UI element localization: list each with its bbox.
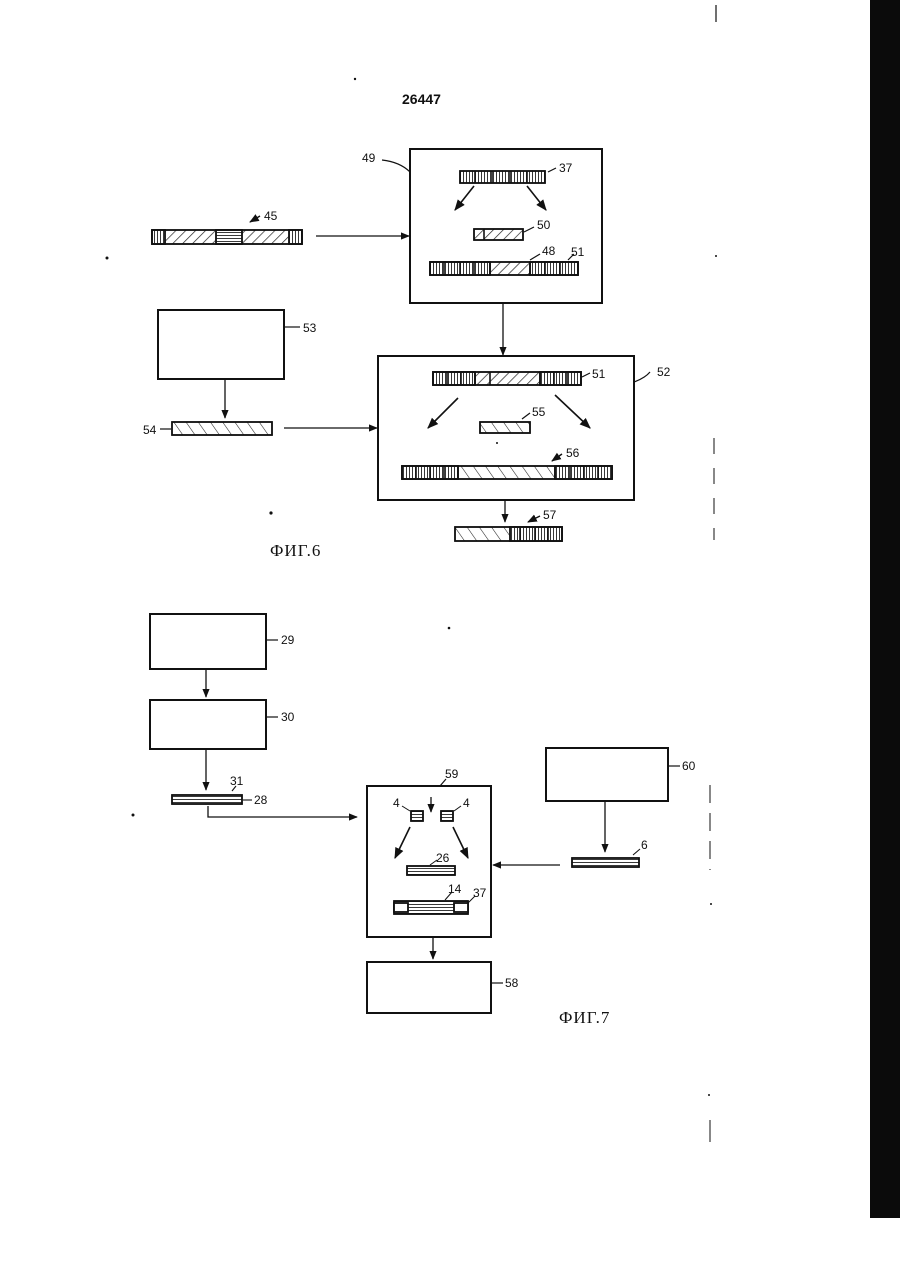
box-60 <box>546 748 668 801</box>
part-45 <box>152 230 302 244</box>
label-37: 37 <box>559 161 572 175</box>
label-51-second: 51 <box>592 367 605 381</box>
part-51-in-52 <box>433 372 581 385</box>
figure-6-caption: ФИГ.6 <box>270 544 321 558</box>
label-4-left: 4 <box>393 796 400 810</box>
part-56 <box>402 466 612 479</box>
label-37-fig7: 37 <box>473 886 486 900</box>
page-number: 26447 <box>402 92 441 106</box>
label-28: 28 <box>254 793 267 807</box>
figure-7 <box>150 614 680 1013</box>
label-57: 57 <box>543 508 556 522</box>
leader-49 <box>382 160 410 172</box>
box-58 <box>367 962 491 1013</box>
part-14-37 <box>394 901 468 914</box>
part-54 <box>172 422 272 435</box>
label-56: 56 <box>566 446 579 460</box>
label-4-right: 4 <box>463 796 470 810</box>
part-50 <box>474 229 523 240</box>
figure-6 <box>152 149 650 541</box>
label-49: 49 <box>362 151 375 165</box>
label-51: 51 <box>571 245 584 259</box>
label-31: 31 <box>230 774 243 788</box>
part-48-51 <box>430 262 578 275</box>
label-14: 14 <box>448 882 461 896</box>
label-55: 55 <box>532 405 545 419</box>
label-30: 30 <box>281 710 294 724</box>
label-58: 58 <box>505 976 518 990</box>
part-55 <box>480 422 530 433</box>
label-52: 52 <box>657 365 670 379</box>
label-26: 26 <box>436 851 449 865</box>
part-57 <box>455 527 562 541</box>
label-6x: 6 <box>641 838 648 852</box>
part-37 <box>460 171 545 183</box>
label-29: 29 <box>281 633 294 647</box>
part-4-right <box>441 811 453 821</box>
figure-7-caption: ФИГ.7 <box>559 1011 610 1025</box>
label-53: 53 <box>303 321 316 335</box>
label-60: 60 <box>682 759 695 773</box>
box-29 <box>150 614 266 669</box>
label-54: 54 <box>143 423 156 437</box>
part-26 <box>407 866 455 875</box>
label-59: 59 <box>445 767 458 781</box>
part-31-28 <box>172 795 242 804</box>
label-50: 50 <box>537 218 550 232</box>
box-30 <box>150 700 266 749</box>
label-45: 45 <box>264 209 277 223</box>
label-48: 48 <box>542 244 555 258</box>
part-6x <box>572 858 639 867</box>
box-53 <box>158 310 284 379</box>
part-4-left <box>411 811 423 821</box>
